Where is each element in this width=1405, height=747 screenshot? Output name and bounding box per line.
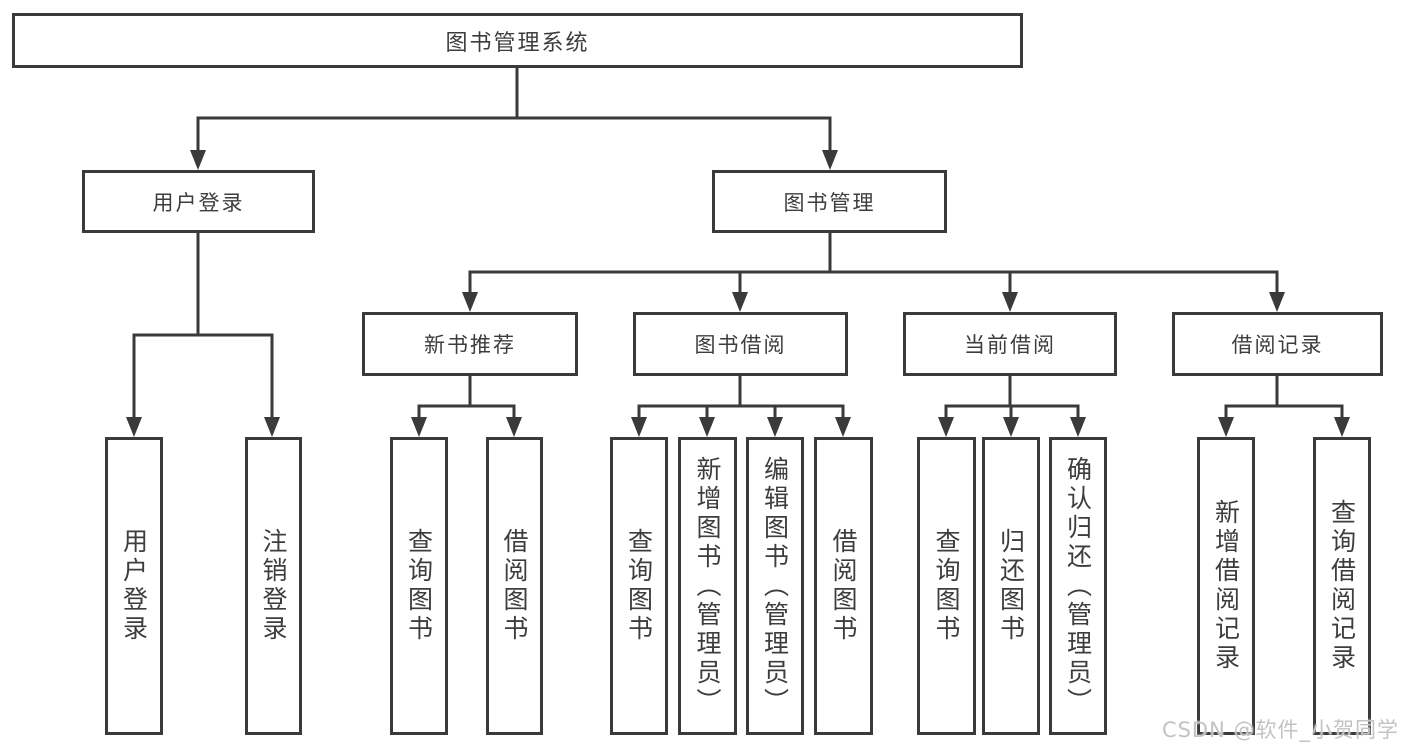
leaf-query-borrow-record: 查询借阅记录 [1313,437,1371,735]
node-label: 确认归还（管理员） [1063,455,1093,717]
leaf-return-books: 归还图书 [982,437,1040,735]
node-label: 查询借阅记录 [1327,499,1357,673]
node-label: 用户登录 [152,190,245,215]
leaf-query-books-borrowing: 查询图书 [610,437,668,735]
node-label: 查询图书 [404,528,434,644]
node-label: 归还图书 [996,528,1026,644]
node-borrowing-records: 借阅记录 [1172,312,1383,376]
node-label: 图书借阅 [694,333,787,357]
node-label: 新增借阅记录 [1211,499,1241,673]
node-current-borrowing: 当前借阅 [903,312,1117,376]
node-label: 注销登录 [259,528,288,644]
csdn-watermark: CSDN @软件_小贺同学 [1161,718,1399,742]
leaf-edit-books-admin: 编辑图书（管理员） [746,437,804,735]
leaf-query-books-recommend: 查询图书 [390,437,448,735]
node-book-management: 图书管理 [712,170,947,233]
node-label: 查询图书 [932,528,961,644]
node-new-book-recommendation: 新书推荐 [362,312,578,376]
node-label: 用户登录 [119,528,149,644]
leaf-borrow-books: 借阅图书 [814,437,873,735]
leaf-user-login: 用户登录 [105,437,163,735]
node-label: 图书管理 [783,190,876,215]
node-label: 图书管理系统 [445,30,590,56]
leaf-query-books-current: 查询图书 [917,437,976,735]
node-library-management-system: 图书管理系统 [12,13,1023,68]
node-label: 新书推荐 [424,333,516,357]
leaf-add-books-admin: 新增图书（管理员） [678,437,737,735]
node-label: 借阅图书 [829,528,858,644]
node-label: 新增图书（管理员） [693,455,722,717]
leaf-confirm-return-admin: 确认归还（管理员） [1049,437,1107,735]
leaf-logout: 注销登录 [245,437,302,735]
node-label: 借阅记录 [1231,333,1324,357]
node-label: 编辑图书（管理员） [760,455,790,717]
leaf-add-borrow-record: 新增借阅记录 [1197,437,1255,735]
node-label: 借阅图书 [500,528,529,644]
node-book-borrowing: 图书借阅 [633,312,848,376]
leaf-borrow-books-recommend: 借阅图书 [486,437,543,735]
node-label: 当前借阅 [964,333,1056,357]
node-user-login: 用户登录 [82,170,315,233]
node-label: 查询图书 [624,528,654,644]
